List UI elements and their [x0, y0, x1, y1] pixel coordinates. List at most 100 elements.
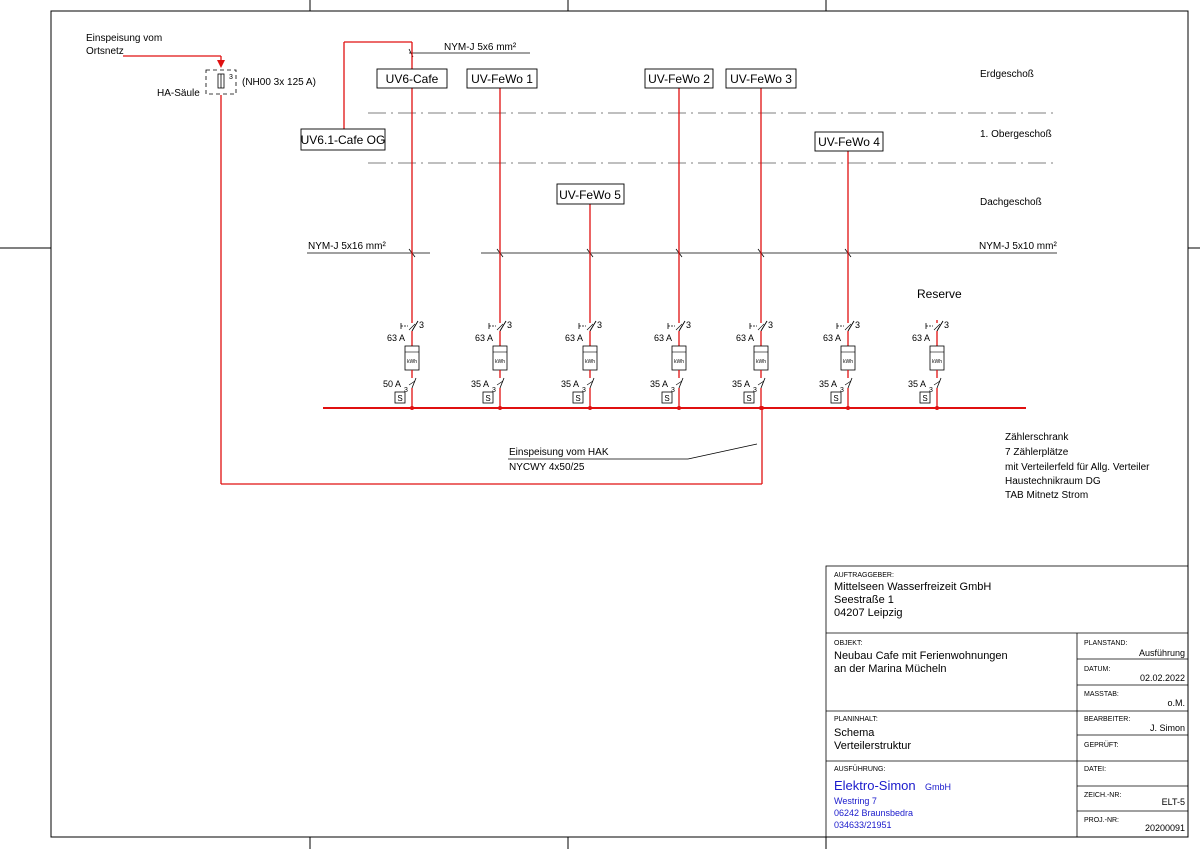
- fuse-contact: [847, 377, 853, 389]
- main-fuse-rating: 63 A: [736, 333, 754, 343]
- kwh-meter: [929, 345, 945, 371]
- fuse-poles: 3: [492, 387, 496, 394]
- tb-zeichnr-heading: ZEICH.-NR:: [1084, 792, 1121, 799]
- tb-content-line1: Schema: [834, 727, 875, 739]
- tb-exec-heading: AUSFÜHRUNG:: [834, 765, 885, 773]
- kwh-meter: [404, 345, 420, 371]
- tb-bearbeiter-value: J. Simon: [1150, 723, 1185, 733]
- fuse-tick: [496, 380, 504, 386]
- kwh-meter: [582, 345, 598, 371]
- kwh-label: kWh: [932, 359, 942, 365]
- s-box: [830, 391, 842, 404]
- cabinet-note-line4: Haustechnikraum DG: [1005, 476, 1101, 487]
- tb-client-line2: Seestraße 1: [834, 594, 894, 606]
- tb-datei-heading: DATEI:: [1084, 766, 1106, 773]
- tb-company-name: Elektro-Simon: [834, 778, 916, 793]
- box-uv-fewo-3: UV-FeWo 3: [730, 72, 792, 86]
- tb-client-heading: AUFTRAGGEBER:: [834, 572, 894, 579]
- cable-lines: [307, 48, 1057, 460]
- tb-datum-value: 02.02.2022: [1140, 673, 1185, 683]
- tb-planstand-heading: PLANSTAND:: [1084, 640, 1127, 647]
- ha-fuse-spec: (NH00 3x 125 A): [242, 77, 316, 88]
- switch-tick: [675, 323, 683, 331]
- main-fuse-rating: 63 A: [912, 333, 930, 343]
- fuse-rating: 50 A: [383, 379, 401, 389]
- title-block: [825, 565, 1189, 838]
- tb-geprueft-heading: GEPRÜFT:: [1084, 741, 1119, 749]
- tb-company-suffix: GmbH: [925, 782, 951, 792]
- feed-label-line2: Ortsnetz: [86, 46, 124, 57]
- tb-address-line2: 06242 Braunsbedra: [834, 808, 913, 818]
- kwh-meter: [671, 345, 687, 371]
- fuse-rating: 35 A: [471, 379, 489, 389]
- s-label: S: [664, 394, 669, 403]
- switch-contact: [760, 320, 768, 332]
- fuse-poles: 3: [404, 387, 408, 394]
- feed-arrow: [217, 60, 225, 68]
- s-label: S: [922, 394, 927, 403]
- ha-fuse-symbol: [205, 69, 237, 95]
- fuse-poles: 3: [840, 387, 844, 394]
- switch-poles: 3: [855, 320, 860, 330]
- kwh-label: kWh: [407, 359, 417, 365]
- switch-tick: [496, 323, 504, 331]
- tb-planstand-value: Ausführung: [1139, 648, 1185, 658]
- main-fuse-rating: 63 A: [475, 333, 493, 343]
- switch-contact: [589, 320, 597, 332]
- hak-label-line1: Einspeisung vom HAK: [509, 447, 609, 458]
- fuse-tick: [408, 380, 416, 386]
- tb-masstab-value: o.M.: [1167, 698, 1185, 708]
- tb-client-line3: 04207 Leipzig: [834, 607, 903, 619]
- switch-poles: 3: [768, 320, 773, 330]
- box-uv-fewo-1: UV-FeWo 1: [471, 72, 533, 86]
- fuse-contact: [411, 377, 417, 389]
- fuse-tick: [933, 380, 941, 386]
- tb-object-heading: OBJEKT:: [834, 640, 862, 647]
- tb-projnr-value: 20200091: [1145, 823, 1185, 833]
- fuse-poles: 3: [929, 387, 933, 394]
- kwh-label: kWh: [585, 359, 595, 365]
- box-uv-fewo-5: UV-FeWo 5: [559, 188, 621, 202]
- switch-contact: [847, 320, 855, 332]
- s-box: [919, 391, 931, 404]
- floor-dividers: [368, 112, 1055, 164]
- fuse-rating: 35 A: [561, 379, 579, 389]
- kwh-meter: [840, 345, 856, 371]
- tb-zeichnr-value: ELT-5: [1162, 797, 1185, 807]
- tb-datum-heading: DATUM:: [1084, 666, 1110, 673]
- cabinet-note-line2: 7 Zählerplätze: [1005, 447, 1069, 458]
- tb-client-line1: Mittelseen Wasserfreizeit GmbH: [834, 581, 991, 593]
- fuse-contact: [936, 377, 942, 389]
- fuse-rating: 35 A: [819, 379, 837, 389]
- tb-object-line1: Neubau Cafe mit Ferienwohnungen: [834, 650, 1008, 662]
- switch-contact: [499, 320, 507, 332]
- fuse-contact: [678, 377, 684, 389]
- s-box: [572, 391, 584, 404]
- tb-object-line2: an der Marina Mücheln: [834, 663, 947, 675]
- tb-address-phone: 034633/21951: [834, 820, 892, 830]
- main-fuse-rating: 63 A: [654, 333, 672, 343]
- box-uv6-cafe: UV6-Cafe: [386, 72, 439, 86]
- switch-contact: [678, 320, 686, 332]
- switch-contact: [411, 320, 419, 332]
- switch-poles: 3: [419, 320, 424, 330]
- kwh-label: kWh: [495, 359, 505, 365]
- main-fuse-rating: 63 A: [565, 333, 583, 343]
- main-fuse-rating: 63 A: [387, 333, 405, 343]
- main-fuse-rating: 63 A: [823, 333, 841, 343]
- s-label: S: [485, 394, 490, 403]
- reserve-label: Reserve: [917, 287, 962, 301]
- switch-tick: [933, 323, 941, 331]
- cable-top-label: NYM-J 5x6 mm²: [444, 42, 517, 53]
- s-label: S: [746, 394, 751, 403]
- s-box: [394, 391, 406, 404]
- tb-projnr-heading: PROJ.-NR:: [1084, 817, 1119, 824]
- switch-tick: [844, 323, 852, 331]
